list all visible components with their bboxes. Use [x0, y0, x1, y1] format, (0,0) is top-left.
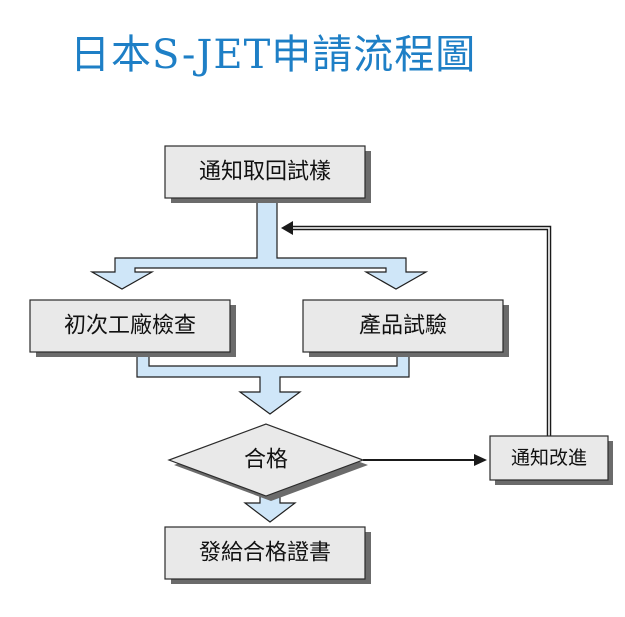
decision-pass-label: 合格: [244, 448, 288, 473]
feedback-loop-line: [286, 225, 552, 440]
box-product-test-label: 產品試驗: [359, 314, 447, 339]
merge-arrow: [136, 355, 410, 415]
box-issue-certificate-label: 發給合格證書: [199, 541, 331, 566]
box-product-test: 產品試驗: [302, 299, 509, 357]
fail-arrowhead: [474, 454, 487, 466]
box-factory-inspection-label: 初次工廠檢查: [64, 314, 196, 339]
decision-pass: 合格: [167, 423, 368, 501]
page-title: 日本S-JET申請流程圖: [70, 32, 477, 78]
box-factory-inspection: 初次工廠檢查: [29, 299, 236, 357]
box-notify-sample-label: 通知取回試樣: [199, 160, 331, 185]
split-arrow: [89, 199, 429, 290]
box-notify-improve-label: 通知改進: [511, 447, 587, 469]
box-notify-improve: 通知改進: [489, 435, 613, 485]
feedback-arrowhead: [281, 221, 293, 235]
box-notify-sample: 通知取回試樣: [164, 145, 371, 203]
box-issue-certificate: 發給合格證書: [164, 526, 371, 584]
